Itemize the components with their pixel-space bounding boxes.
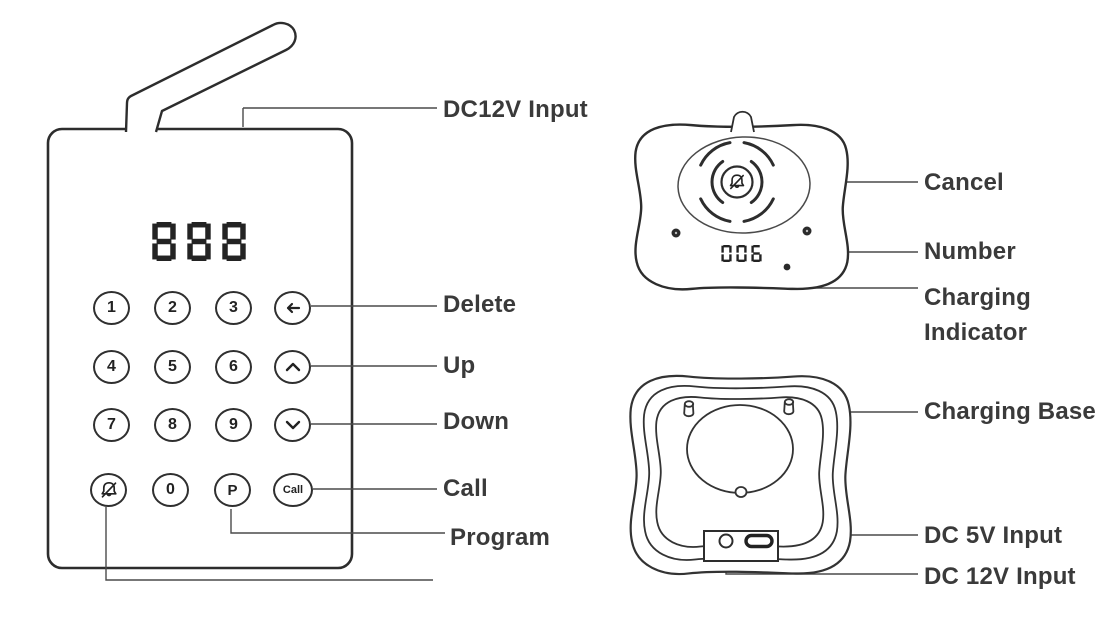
callout-down: Down	[443, 408, 510, 435]
key-program: P	[214, 473, 251, 507]
callout-up: Up	[443, 352, 476, 379]
charging-base-contact-pins	[683, 398, 795, 418]
callout-cancel: Cancel	[924, 169, 1004, 196]
key-9: 9	[215, 408, 252, 442]
callout-call: Call	[443, 475, 488, 502]
key-delete	[274, 291, 311, 325]
pager-top-nub	[730, 110, 755, 133]
antenna-icon	[124, 21, 297, 133]
key-3: 3	[215, 291, 252, 325]
callout-charging-indicator: Charging Indicator	[924, 284, 1031, 346]
callout-line-dc12v-input	[242, 107, 437, 127]
callout-dc5v-input: DC 5V Input	[924, 522, 1063, 549]
pager-number-display	[721, 245, 762, 262]
callout-charging-base: Charging Base	[924, 398, 1096, 425]
key-up	[274, 350, 311, 384]
antenna-fill	[126, 22, 296, 133]
key-2: 2	[154, 291, 191, 325]
key-8: 8	[154, 408, 191, 442]
transmitter-display	[151, 222, 247, 261]
left-arrow-icon	[286, 302, 300, 314]
key-7: 7	[93, 408, 130, 442]
key-mute	[90, 473, 127, 507]
pager-speaker-ring	[677, 136, 811, 234]
bell-slash-icon	[100, 481, 117, 498]
callout-delete: Delete	[443, 291, 517, 318]
callout-program: Program	[450, 524, 551, 551]
key-1: 1	[93, 291, 130, 325]
key-6: 6	[215, 350, 252, 384]
callout-dc12v-input-base: DC 12V Input	[924, 563, 1076, 590]
chevron-down-icon	[285, 420, 300, 430]
chevron-up-icon	[285, 362, 300, 372]
callout-dc12v-input: DC12V Input	[443, 96, 588, 123]
key-4: 4	[93, 350, 130, 384]
key-down	[274, 408, 311, 442]
callout-line-mute	[105, 507, 433, 581]
callout-line-program	[230, 509, 445, 534]
key-5: 5	[154, 350, 191, 384]
key-call: Call	[273, 473, 313, 507]
transmitter-outline	[46, 127, 354, 570]
pager-nub-fill	[731, 111, 754, 132]
key-0: 0	[152, 473, 189, 507]
pager-screws	[671, 226, 812, 238]
charging-base-notch	[734, 486, 748, 498]
dc5v-usb-port	[744, 533, 774, 549]
pager-outline	[635, 125, 848, 290]
callout-number: Number	[924, 238, 1016, 265]
charging-indicator-led	[783, 263, 791, 271]
sound-wave-arcs	[699, 141, 775, 223]
dc12v-jack	[718, 533, 734, 549]
